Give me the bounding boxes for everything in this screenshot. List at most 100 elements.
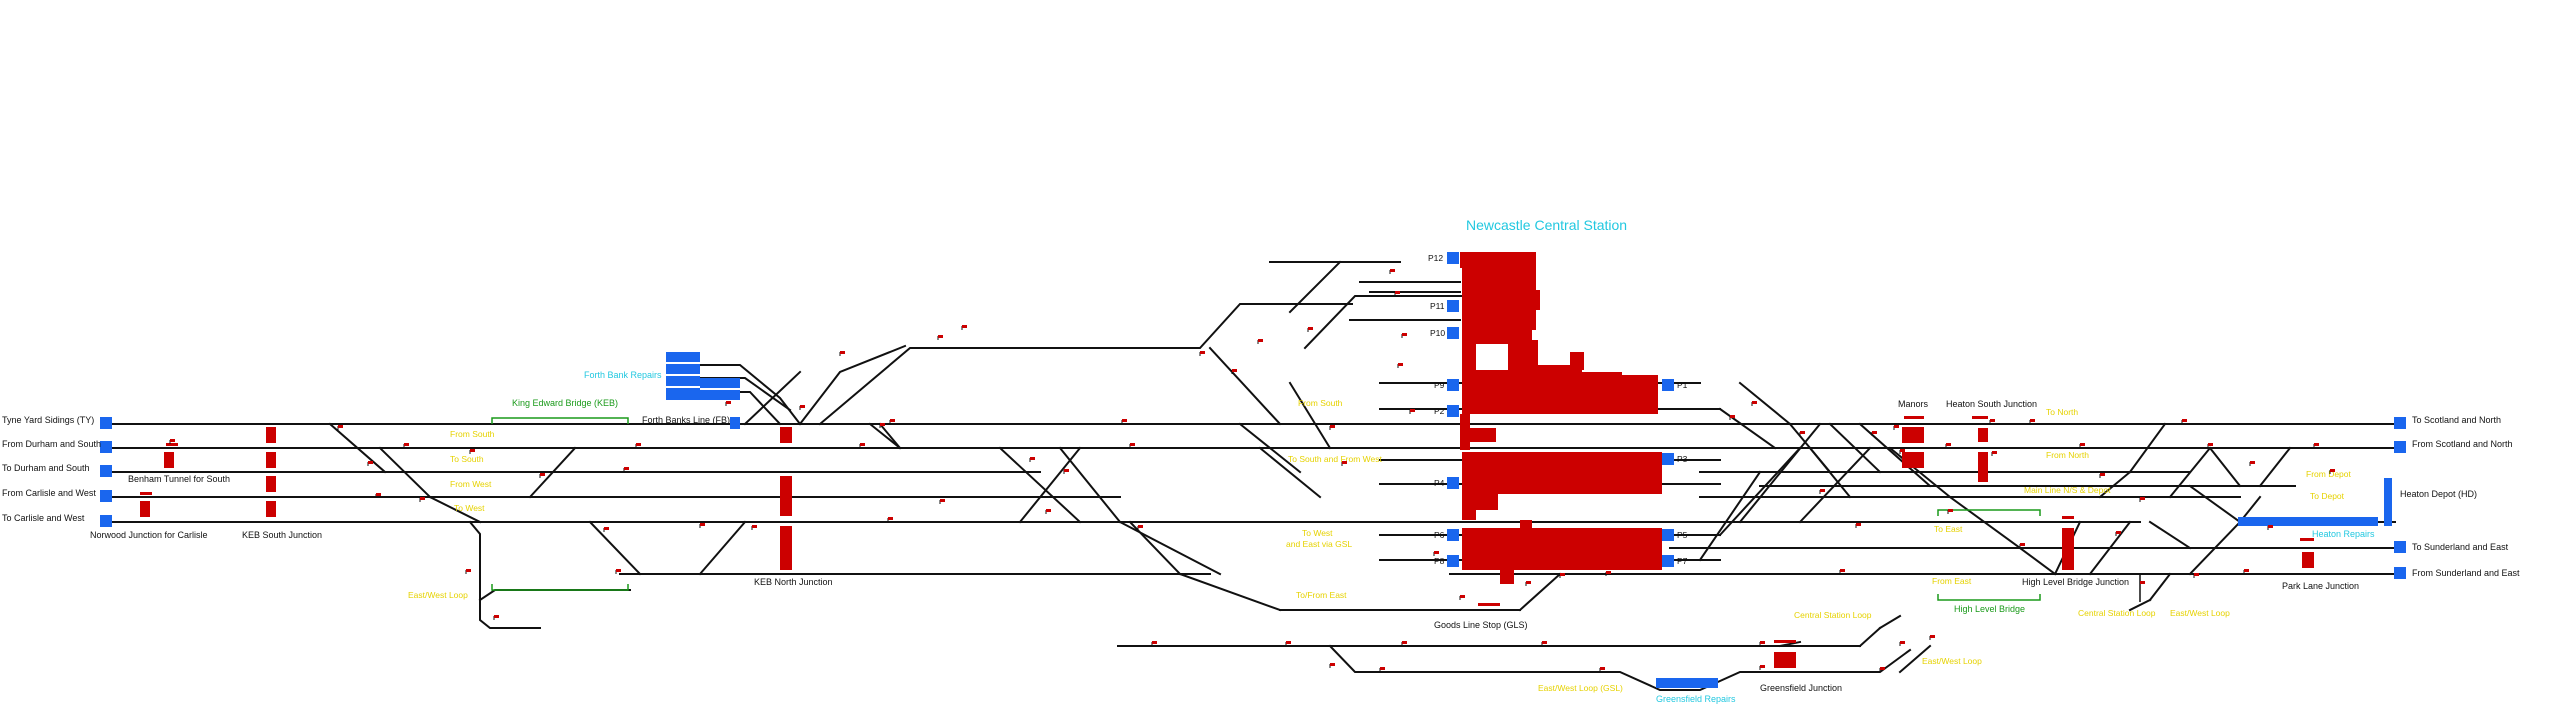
yellow-from-south-b: From South <box>1298 398 1343 408</box>
benham-tunnel-label: Benham Tunnel for South <box>128 474 230 484</box>
signal-23 <box>1121 419 1127 424</box>
keb-lower-bridge-outline <box>491 584 629 591</box>
platform-p3: P3 <box>1677 454 1688 464</box>
signal-19 <box>879 423 885 428</box>
platform-p6: P6 <box>1434 530 1445 540</box>
platform-p4: P4 <box>1434 478 1445 488</box>
signal-66 <box>1285 641 1291 646</box>
signal-11 <box>615 569 621 574</box>
right-endpoint-markers <box>2384 417 2406 579</box>
right-endpoint-label-2: Heaton Depot (HD) <box>2400 489 2477 499</box>
signal-9 <box>725 401 731 406</box>
signal-24 <box>1137 525 1143 530</box>
yellow-to-west-line2: and East via GSL <box>1286 539 1352 549</box>
signal-41 <box>1729 415 1735 420</box>
yellow-east-west-loop-b: East/West Loop <box>2170 608 2230 618</box>
platform-p1: P1 <box>1677 380 1688 390</box>
signal-20 <box>1029 457 1035 462</box>
signal-21 <box>1045 509 1051 514</box>
signal-35 <box>1409 409 1415 414</box>
signal-46 <box>1871 431 1877 436</box>
signal-33 <box>1401 333 1407 338</box>
platform-p10: P10 <box>1430 328 1445 338</box>
signal-61 <box>1929 635 1935 640</box>
signal-87 <box>493 615 499 620</box>
platform-p8: P8 <box>1434 556 1445 566</box>
signal-76 <box>2139 581 2145 586</box>
signal-43 <box>1799 431 1805 436</box>
signal-48 <box>1899 449 1905 454</box>
signal-5 <box>375 493 381 498</box>
signal-55 <box>2181 419 2187 424</box>
high-level-bridge-outline-bottom <box>1937 594 2041 601</box>
signal-77 <box>2115 531 2121 536</box>
signal-65 <box>1401 641 1407 646</box>
yellow-east-west-loop-c: East/West Loop <box>1922 656 1982 666</box>
left-endpoint-label-2: To Durham and South <box>2 463 90 473</box>
signal-15 <box>839 351 845 356</box>
park-lane-junction-label: Park Lane Junction <box>2282 581 2359 591</box>
signal-72 <box>1879 667 1885 672</box>
signal-60 <box>1839 569 1845 574</box>
platform-p9: P9 <box>1434 380 1445 390</box>
station-title: Newcastle Central Station <box>1466 217 1627 233</box>
yellow-to-from-east: To/From East <box>1296 590 1347 600</box>
king-edward-bridge-outline <box>491 417 629 424</box>
yellow-from-north: From North <box>2046 450 2089 460</box>
signal-56 <box>2207 443 2213 448</box>
signal-26 <box>1231 369 1237 374</box>
signal-59 <box>2329 469 2335 474</box>
repair-and-platform-markers <box>666 252 2378 688</box>
track-network <box>111 260 2396 691</box>
yellow-from-south-a: From South <box>450 429 495 439</box>
keb-north-junction-label: KEB North Junction <box>754 577 833 587</box>
yellow-central-station-loop: Central Station Loop <box>1794 610 1872 620</box>
yellow-from-west-a: From West <box>450 479 492 489</box>
signal-6 <box>469 449 475 454</box>
signal-52 <box>2079 443 2085 448</box>
signal-82 <box>859 443 865 448</box>
signal-38 <box>1525 581 1531 586</box>
yellow-from-depot: From Depot <box>2306 469 2352 479</box>
king-edward-bridge-label: King Edward Bridge (KEB) <box>512 398 618 408</box>
signal-63 <box>1759 641 1765 646</box>
signal-45 <box>1855 523 1861 528</box>
signal-78 <box>2019 543 2025 548</box>
signal-68 <box>1329 663 1335 668</box>
signal-13 <box>751 525 757 530</box>
signal-30 <box>1341 461 1347 466</box>
signal-37 <box>1459 595 1465 600</box>
signal-50 <box>1991 451 1997 456</box>
manors-label: Manors <box>1898 399 1929 409</box>
signal-27 <box>1257 339 1263 344</box>
platform-p5: P5 <box>1677 530 1688 540</box>
signal-73 <box>2193 573 2199 578</box>
left-endpoint-label-4: To Carlisle and West <box>2 513 85 523</box>
signal-10 <box>603 527 609 532</box>
signal-53 <box>2099 473 2105 478</box>
signal-75 <box>2267 525 2273 530</box>
forth-bank-repairs-label: Forth Bank Repairs <box>584 370 662 380</box>
signal-16 <box>889 419 895 424</box>
yellow-from-east-a: From East <box>1932 576 1972 586</box>
signal-42 <box>1751 401 1757 406</box>
signal-32 <box>1394 291 1400 296</box>
forth-banks-line-label: Forth Banks Line (FB) <box>642 415 730 425</box>
signal-84 <box>939 499 945 504</box>
yellow-to-west-line1: To West <box>1302 528 1333 538</box>
signal-83 <box>887 517 893 522</box>
right-endpoint-label-4: From Sunderland and East <box>2412 568 2520 578</box>
signal-71 <box>1759 665 1765 670</box>
signal-39 <box>1559 573 1565 578</box>
left-endpoint-markers <box>100 417 112 527</box>
signal-74 <box>2243 569 2249 574</box>
right-endpoint-label-3: To Sunderland and East <box>2412 542 2509 552</box>
signal-14 <box>799 405 805 410</box>
left-endpoint-label-0: Tyne Yard Sidings (TY) <box>2 415 94 425</box>
signal-25 <box>1199 351 1205 356</box>
norwood-junction-label: Norwood Junction for Carlisle <box>90 530 208 540</box>
yellow-east-west-loop-gsl: East/West Loop (GSL) <box>1538 683 1623 693</box>
yellow-to-south-a: To South <box>450 454 484 464</box>
signal-0 <box>169 439 175 444</box>
